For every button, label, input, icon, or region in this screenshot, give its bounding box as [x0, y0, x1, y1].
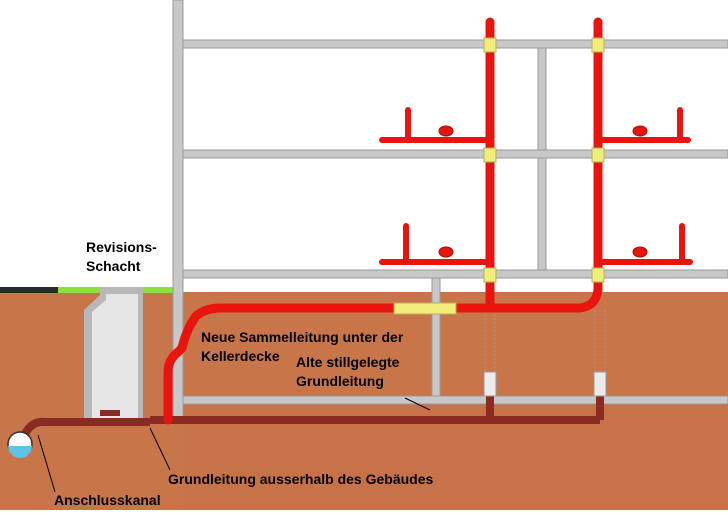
column-middle-upper	[537, 47, 547, 151]
floor-slab-1	[182, 269, 728, 279]
sewer-water	[8, 446, 32, 458]
branches-upper	[379, 107, 691, 143]
building-structure	[172, 0, 728, 421]
column-middle-lower	[537, 157, 547, 271]
asphalt-strip	[0, 287, 58, 293]
basement-floor	[182, 395, 728, 405]
soil-under-building	[183, 398, 728, 510]
label-new-collector-line1: Neue Sammelleitung unter der	[201, 329, 404, 345]
branches-lower	[379, 223, 693, 265]
label-revision-line2: Schacht	[86, 258, 141, 274]
grass-strip-right	[143, 287, 173, 293]
old-riser-stub-2	[593, 371, 607, 397]
label-new-collector-line2: Kellerdecke	[201, 348, 280, 364]
riser-fittings	[483, 37, 605, 283]
old-riser-stub-1	[483, 371, 497, 397]
label-connection-channel: Anschlusskanal	[54, 492, 161, 508]
label-ground-pipe-outside: Grundleitung ausserhalb des Gebäudes	[168, 471, 433, 487]
floor-slab-top	[182, 39, 728, 49]
label-revision-line1: Revisions-	[86, 239, 157, 255]
floor-slab-2	[182, 149, 728, 159]
column-basement	[431, 277, 441, 397]
revision-shaft	[84, 287, 143, 425]
label-old-line1: Alte stillgelegte	[296, 354, 400, 370]
grass-strip-left	[58, 287, 100, 293]
pointer-lines	[37, 397, 431, 493]
label-old-line2: Grundleitung	[296, 373, 384, 389]
fittings	[438, 125, 648, 258]
collector-coupling-yellow	[393, 302, 457, 315]
